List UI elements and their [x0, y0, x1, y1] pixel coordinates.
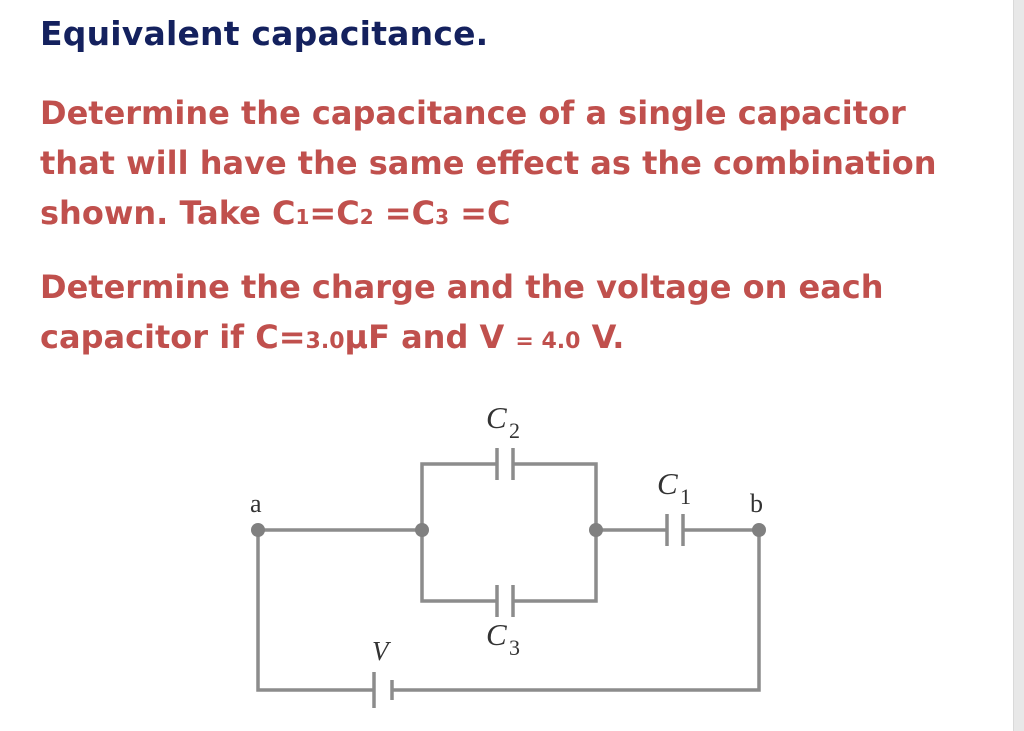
c2-subscript: 2 [509, 418, 520, 443]
question-1: Determine the capacitance of a single ca… [40, 88, 980, 242]
wire-right-loop [392, 530, 761, 692]
capacitor-plates [372, 448, 685, 708]
wires [256, 462, 761, 692]
capacitance-value: 3.0 [305, 329, 345, 354]
window-edge [1013, 0, 1024, 731]
wire-bottom-left [420, 530, 497, 603]
c2-label: C [486, 400, 507, 435]
question-2-text: Determine the charge and the voltage on … [40, 268, 884, 356]
slide-title: Equivalent capacitance. [40, 14, 489, 53]
node-b-dot [752, 523, 766, 537]
c3-label: C [486, 617, 507, 652]
node-a-label: a [250, 489, 262, 518]
voltage-value: 4.0 [541, 329, 581, 354]
junction-right-dot [589, 523, 603, 537]
unit-text: μF and V [344, 318, 516, 356]
eq-sub-3: 3 [435, 205, 449, 229]
c1-label: C [657, 466, 678, 501]
equals-sign: = [515, 329, 542, 354]
eq-part-2: =C [373, 194, 436, 232]
wire-left-loop [256, 530, 374, 692]
wire-top-left [420, 462, 497, 530]
eq-part-1: =C [309, 194, 360, 232]
eq-c: C [272, 194, 296, 232]
node-b-label: b [750, 489, 763, 518]
eq-part-3: =C [449, 194, 511, 232]
eq-sub-2: 2 [359, 205, 374, 229]
junction-left-dot [415, 523, 429, 537]
eq-sub-1: 1 [295, 205, 310, 229]
c1-subscript: 1 [680, 484, 691, 509]
question-1-text: Determine the capacitance of a single ca… [40, 94, 937, 232]
c3-subscript: 3 [509, 635, 520, 660]
wire-top-right [513, 462, 598, 530]
nodes [251, 523, 766, 537]
wire-bottom-right [513, 530, 598, 603]
question-2: Determine the charge and the voltage on … [40, 262, 980, 367]
voltage-unit: V. [580, 318, 625, 356]
node-a-dot [251, 523, 265, 537]
voltage-label: V [372, 636, 392, 666]
